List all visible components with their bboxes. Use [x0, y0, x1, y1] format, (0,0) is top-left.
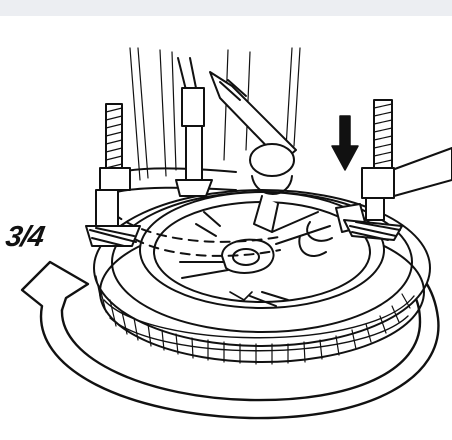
right-threaded-post	[298, 99, 452, 257]
left-threaded-post	[85, 103, 141, 247]
top-band	[0, 0, 452, 16]
mounting-head	[175, 57, 297, 233]
step-number-label: 3/4	[3, 221, 47, 253]
press-down-arrow-icon	[331, 115, 359, 171]
wheel-rim	[139, 191, 385, 309]
